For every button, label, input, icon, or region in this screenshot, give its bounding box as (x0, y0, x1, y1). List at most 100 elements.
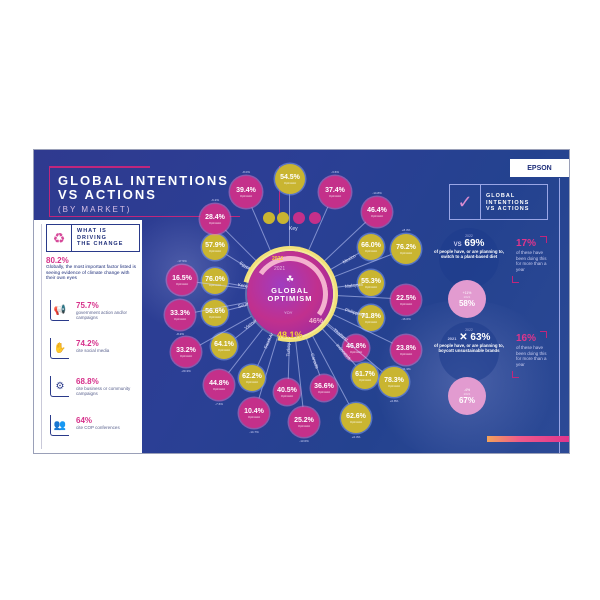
market-bubble: 28.4%Optimistic (200, 204, 230, 234)
ruler-decoration (37, 224, 42, 449)
market-bubble: 10.4%Optimistic (239, 398, 269, 428)
market-value: 62.6% (346, 412, 366, 420)
market-value-label: Optimistic (247, 414, 261, 419)
plant-diet-2021-circle: +11% 2021 58% (448, 280, 486, 318)
market-yoy: +0.8% (389, 399, 399, 403)
market-value: 28.4% (205, 213, 225, 221)
stat-circle-bg (439, 322, 499, 382)
market-bubble: 46.4%Optimistic (362, 197, 392, 227)
stat-government: 📢 75.7% government action and/or campaig… (46, 300, 138, 330)
page-title: GLOBAL INTENTIONS VS ACTIONS (58, 173, 229, 202)
market-value: 16.5% (172, 274, 192, 282)
market-yoy: +0.3% (351, 435, 361, 439)
market-bubble: 33.2%Optimistic (171, 337, 201, 367)
market-bubble: 37.4%Optimistic (319, 176, 351, 208)
market-bubble: 16.5%Optimistic (167, 265, 197, 295)
key-dot-yellow (263, 212, 275, 224)
market-value-label: Optimistic (364, 284, 378, 289)
key-label: Key (289, 226, 298, 232)
market-value: 66.0% (361, 241, 381, 249)
driving-heading-box: ♻ WHAT IS DRIVING THE CHANGE (46, 224, 140, 252)
connector-line (334, 295, 392, 300)
stat-business: ⚙ 68.8% cite business or community campa… (46, 376, 138, 406)
value-2021: 46% (309, 318, 324, 325)
market-value: 78.3% (384, 376, 404, 384)
gradient-bar (487, 436, 569, 442)
market-value-label: Optimistic (283, 180, 297, 185)
market-value-label: Optimistic (349, 349, 363, 354)
market-value: 57.9% (205, 241, 225, 249)
stat-circle-bg (439, 228, 499, 288)
market-value: 55.3% (361, 277, 381, 285)
bracket-decoration (512, 276, 519, 283)
market-value: 56.6% (205, 307, 225, 315)
market-yoy: +8.3% (401, 228, 411, 232)
market-bubble: 62.6%Optimistic (341, 403, 371, 433)
market-bubble: 62.2%Optimistic (239, 365, 265, 391)
market-value-label: Optimistic (212, 386, 226, 391)
market-value: 33.2% (176, 346, 196, 354)
market-bubble: 76.2%Optimistic (391, 234, 421, 264)
market-bubble: 36.6%Optimistic (311, 375, 337, 401)
social-media-icon: ✋ (50, 338, 69, 359)
year-2022-label: 2022 (272, 256, 284, 262)
market-value: 22.5% (396, 294, 416, 302)
market-value: 23.8% (396, 344, 416, 352)
market-value: 33.3% (170, 309, 190, 317)
market-bubble: 22.5%Optimistic (391, 285, 421, 315)
market-value-label: Optimistic (179, 353, 193, 358)
checkmark-icon: ✓ (450, 185, 481, 219)
market-value: 36.6% (314, 382, 334, 390)
market-bubble: 57.9%Optimistic (202, 234, 228, 260)
market-bubble: 23.8%Optimistic (391, 335, 421, 365)
market-yoy: -14.7% (249, 430, 259, 434)
market-bubble: 64.1%Optimistic (211, 333, 237, 359)
year-2021-label: 2021 (274, 266, 286, 272)
title-frame (49, 166, 280, 217)
market-value: 44.8% (209, 379, 229, 387)
key-dot-yellow (277, 212, 289, 224)
connector-line (289, 194, 290, 249)
key-dot-pink (293, 212, 305, 224)
market-bubble: 56.6%Optimistic (202, 300, 228, 326)
market-bubble: 33.3%Optimistic (165, 300, 195, 330)
main-stat: 80.2% Globally, the most important facto… (46, 256, 137, 281)
key-dot-pink (309, 212, 321, 224)
market-value-label: Optimistic (399, 351, 413, 356)
market-value-label: Optimistic (280, 393, 294, 398)
country-label: Canada (309, 352, 320, 370)
market-yoy: -17.5% (177, 259, 187, 263)
market-value-label: Optimistic (364, 319, 378, 324)
market-value-label: Optimistic (175, 281, 189, 286)
driving-change-panel: ♻ WHAT IS DRIVING THE CHANGE 80.2% Globa… (34, 220, 142, 453)
market-value-label: Optimistic (349, 419, 363, 424)
market-value: 46.4% (367, 206, 387, 214)
global-optimism-dial (247, 251, 333, 337)
market-yoy: -11.3% (401, 367, 411, 371)
market-value-label: Optimistic (399, 301, 413, 306)
globe-icon: ☘ (285, 274, 295, 284)
driving-heading: WHAT IS DRIVING THE CHANGE (77, 228, 124, 247)
market-yoy: -7.6% (215, 402, 223, 406)
market-bubble: 55.3%Optimistic (358, 270, 384, 296)
value-2022: 48.1% (277, 330, 303, 340)
market-value-label: Optimistic (173, 316, 187, 321)
market-yoy: -13.6% (299, 439, 309, 443)
market-value: 39.4% (236, 186, 256, 194)
boycott-2021-circle: -4% 2021 67% (448, 377, 486, 415)
bracket-decoration (512, 371, 519, 378)
market-value-label: Optimistic (387, 383, 401, 388)
country-label: Turkey (285, 342, 291, 357)
market-value-label: Optimistic (399, 250, 413, 255)
market-bubble: 44.8%Optimistic (204, 370, 234, 400)
market-value: 71.8% (361, 312, 381, 320)
market-value: 64.1% (214, 340, 234, 348)
boycott-side-text: of these have been doing this for more t… (516, 345, 547, 367)
market-yoy: -6.2% (211, 198, 219, 202)
market-value: 54.5% (280, 173, 300, 181)
market-value: 37.4% (325, 186, 345, 194)
side-divider (559, 178, 560, 453)
stat-cop: 👥 64% cite COP conferences (46, 415, 138, 445)
bracket-decoration (540, 236, 547, 243)
market-yoy: -8.2% (176, 332, 184, 336)
